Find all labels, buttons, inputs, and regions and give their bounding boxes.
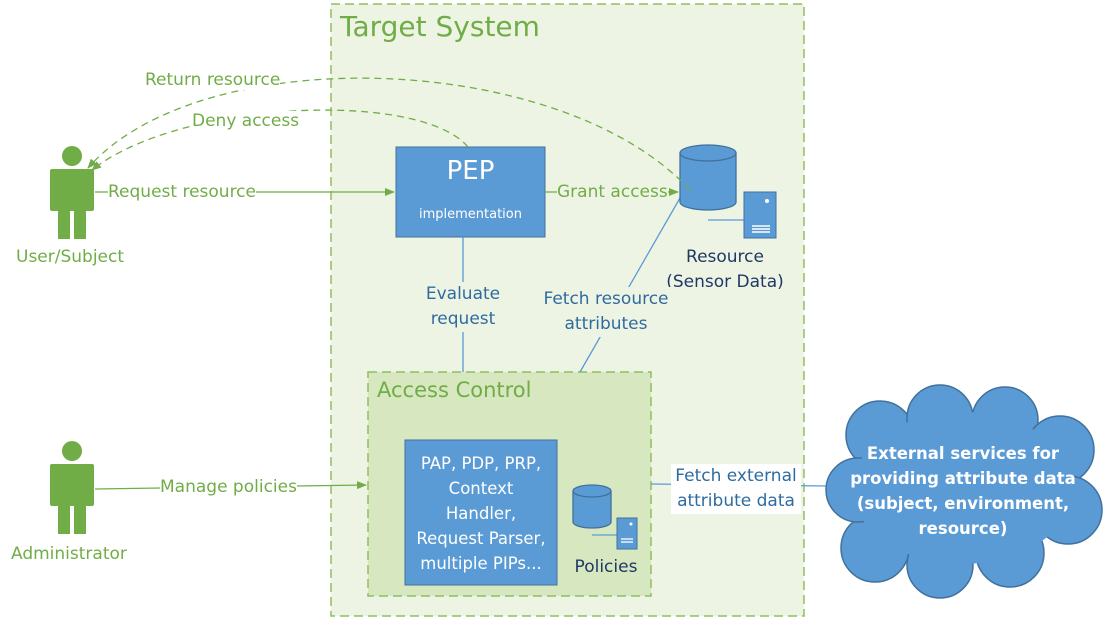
fetch-external-label: Fetch external attribute data (671, 464, 801, 514)
user-subject-label: User/Subject (16, 247, 125, 267)
pep-box (395, 146, 546, 238)
fetch-resource-attributes-label: Fetch resource attributes (537, 287, 675, 337)
components-box (404, 439, 558, 586)
components-line: PAP, PDP, PRP, (420, 454, 542, 473)
components-line: multiple PIPs... (420, 554, 542, 573)
request-resource-label: Request resource (108, 182, 256, 202)
fetch-resource-attributes-line: Fetch resource (543, 289, 669, 309)
access-control-title: Access Control (377, 378, 532, 402)
pep-subtitle: implementation (418, 207, 522, 222)
external-services-line: providing attribute data (850, 469, 1076, 488)
external-services-line: External services for (866, 444, 1060, 463)
external-services-line: resource) (918, 519, 1008, 538)
resource-database-icon (679, 144, 737, 211)
return-resource-arrow (87, 77, 691, 191)
evaluate-request-line: Evaluate (425, 284, 501, 304)
resource-label-line: (Sensor Data) (666, 272, 784, 292)
fetch-external-line: attribute data (677, 491, 795, 511)
target-system-title: Target System (340, 10, 540, 43)
policies-label: Policies (574, 557, 638, 577)
grant-access-label: Grant access (557, 182, 668, 202)
administrator-actor-icon (50, 441, 94, 534)
evaluate-request-label: Evaluate request (420, 282, 506, 332)
components-line: Context (448, 479, 514, 498)
policies-database-icon (572, 484, 612, 529)
pep-title: PEP (446, 156, 495, 186)
deny-access-arrow (91, 109, 469, 171)
deny-access-label: Deny access (192, 111, 300, 131)
administrator-label: Administrator (11, 544, 127, 564)
manage-policies-label: Manage policies (160, 477, 297, 497)
resource-label-line: Resource (686, 247, 764, 267)
user-subject-actor-icon (50, 146, 94, 239)
components-line: Request Parser, (416, 529, 546, 548)
fetch-resource-attributes-line: attributes (564, 314, 648, 334)
resource-label: Resource (Sensor Data) (650, 245, 800, 295)
return-resource-label: Return resource (145, 70, 281, 90)
external-services-line: (subject, environment, (856, 494, 1070, 513)
components-line: Handler, (445, 504, 517, 523)
policies-server-icon (616, 517, 638, 550)
components-label: PAP, PDP, PRP, Context Handler, Request … (405, 451, 557, 576)
fetch-external-line: Fetch external (675, 466, 797, 486)
resource-server-icon (743, 191, 777, 239)
external-services-label: External services for providing attribut… (848, 441, 1078, 541)
evaluate-request-line: request (430, 309, 496, 329)
fetch-resource-attributes-line (579, 197, 681, 373)
